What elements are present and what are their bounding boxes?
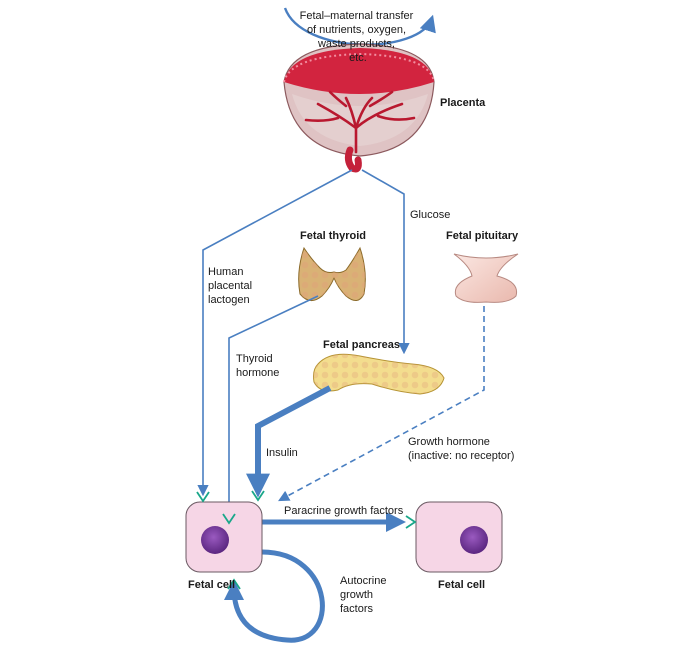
pancreas-label: Fetal pancreas (323, 339, 400, 351)
growth-hormone-arrow (278, 306, 485, 502)
growth-hormone-label: Growth hormone (inactive: no receptor) (408, 436, 514, 462)
right-cell-label: Fetal cell (438, 579, 485, 591)
transfer-note: Fetal–maternal transfer of nutrients, ox… (300, 10, 417, 64)
pancreas-illustration (313, 353, 445, 395)
thyroid-hormone-arrow (223, 295, 319, 527)
glucose-label: Glucose (410, 209, 450, 221)
receptor-hpl (196, 491, 210, 503)
placenta-illustration (283, 43, 435, 173)
paracrine-label: Paracrine growth factors (284, 505, 404, 517)
fetal-cell-left (185, 490, 265, 590)
hpl-arrow (197, 169, 353, 497)
hpl-label: Human placental lactogen (208, 266, 255, 306)
glucose-arrow (361, 169, 410, 355)
thyroid-label: Fetal thyroid (300, 230, 366, 242)
thyroid-illustration (298, 246, 366, 301)
pituitary-illustration (453, 253, 519, 303)
nucleus-right (460, 526, 488, 554)
placenta-label: Placenta (440, 97, 486, 109)
receptor-autocrine (227, 578, 241, 590)
pituitary-label: Fetal pituitary (446, 230, 519, 242)
left-cell-label: Fetal cell (188, 579, 235, 591)
insulin-label: Insulin (266, 447, 298, 459)
autocrine-label: Autocrine growth factors (340, 575, 390, 615)
fetal-cell-right (405, 501, 503, 573)
nucleus-left (201, 526, 229, 554)
receptor-thyroid (222, 513, 236, 525)
receptor-insulin (251, 490, 265, 502)
thyroid-hormone-label: Thyroid hormone (236, 353, 279, 379)
autocrine-loop (224, 549, 325, 643)
insulin-arrow (246, 385, 332, 498)
receptor-paracrine (405, 515, 417, 529)
